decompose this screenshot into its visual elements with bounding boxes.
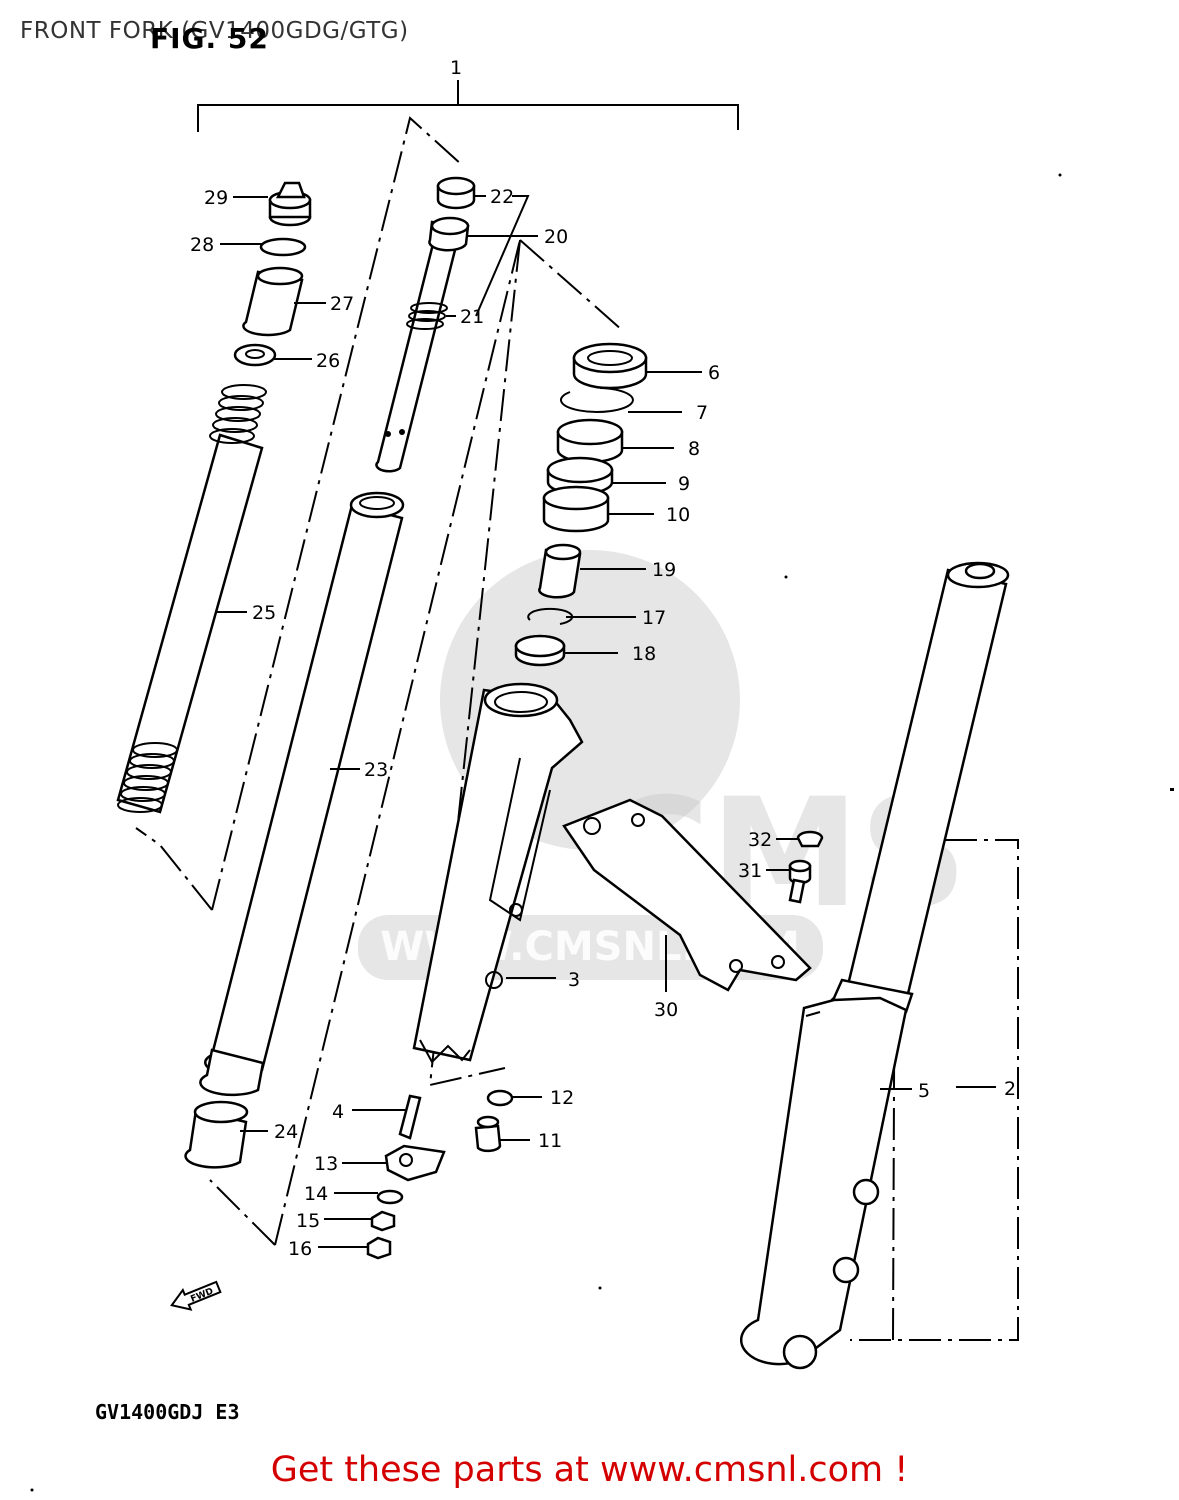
callout-28: 28 [190, 234, 214, 256]
callout-3: 3 [568, 969, 580, 991]
callout-17: 17 [642, 607, 666, 629]
callout-9: 9 [678, 473, 690, 495]
part-23-inner-tube [199, 491, 405, 1097]
figure-number: FIG. 52 [150, 22, 269, 55]
callout-22: 22 [490, 186, 514, 208]
get-parts-link[interactable]: Get these parts at www.cmsnl.com ! [270, 1450, 909, 1490]
part-27-spacer [242, 266, 304, 337]
callout-2: 2 [1004, 1078, 1016, 1100]
model-code: GV1400GDJ E3 [95, 1400, 240, 1424]
callout-21: 21 [460, 306, 484, 328]
callout-23: 23 [364, 759, 388, 781]
callout-leader-lines [215, 195, 996, 1248]
page-title: FRONT FORK (GV1400GDG/GTG) [20, 18, 409, 44]
assembly-bracket [197, 80, 739, 132]
part-4-stud [398, 1094, 422, 1140]
fwd-label: FWD [189, 1287, 215, 1305]
callout-24: 24 [274, 1121, 298, 1143]
part-7-circlip [559, 387, 634, 413]
callout-16: 16 [288, 1238, 312, 1260]
callout-19: 19 [652, 559, 676, 581]
callout-10: 10 [666, 504, 690, 526]
part-28-o-ring [259, 237, 307, 257]
callout-12: 12 [550, 1087, 574, 1109]
part-11-drain-bolt [474, 1115, 502, 1153]
callout-18: 18 [632, 643, 656, 665]
part-15-nut [370, 1210, 396, 1232]
part-25-fork-spring [116, 384, 267, 814]
callout-5: 5 [918, 1080, 930, 1102]
callout-20: 20 [544, 226, 568, 248]
part-26-washer [233, 343, 277, 367]
part-19-piece [538, 543, 582, 599]
callout-6: 6 [708, 362, 720, 384]
part-12-washer [486, 1089, 514, 1107]
callout-26: 26 [316, 350, 340, 372]
part-16-nut [366, 1236, 392, 1260]
callout-25: 25 [252, 602, 276, 624]
part-6-dust-seal [572, 342, 648, 390]
part-5-outer-tube [740, 996, 908, 1370]
callout-13: 13 [314, 1153, 338, 1175]
part-20-damper-rod [375, 216, 470, 473]
callout-1: 1 [450, 57, 462, 79]
callout-11: 11 [538, 1130, 562, 1152]
callout-4: 4 [332, 1101, 344, 1123]
callout-32: 32 [748, 829, 772, 851]
part-24-bushing [184, 1100, 249, 1169]
part-22-seat [436, 176, 476, 210]
callout-27: 27 [330, 293, 354, 315]
callout-numbers: 1 2 3 4 5 6 7 8 9 10 11 12 13 14 15 16 1… [190, 57, 1016, 1260]
part-29-cap-bolt [268, 181, 312, 227]
part-13-axle-holder [384, 1144, 446, 1182]
part-3-outer-tube [412, 682, 584, 1064]
part-14-washer [376, 1189, 404, 1205]
part-17-snap-ring [527, 607, 574, 625]
part-30-fork-brace [562, 798, 812, 992]
part-18-ring [514, 634, 566, 667]
assembly-guide-lines [135, 116, 1019, 1341]
callout-8: 8 [688, 438, 700, 460]
scan-specks [30, 173, 1174, 1492]
fwd-arrow-icon: FWD [170, 1280, 222, 1311]
part-32-cap [796, 830, 824, 848]
callout-31: 31 [738, 860, 762, 882]
part-31-bolt [788, 859, 812, 904]
callout-15: 15 [296, 1210, 320, 1232]
part-10-bushing [542, 485, 610, 533]
callout-29: 29 [204, 187, 228, 209]
callout-7: 7 [696, 402, 708, 424]
callout-30: 30 [654, 999, 678, 1021]
callout-14: 14 [304, 1183, 328, 1205]
part-8-oil-seal [556, 418, 624, 464]
